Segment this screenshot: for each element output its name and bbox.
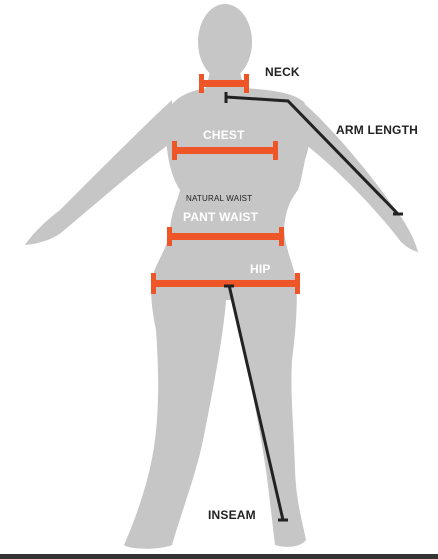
pant-waist-label: PANT WAIST [183,210,258,224]
hip-label: HIP [250,262,271,276]
chest-label: CHEST [203,128,245,142]
arm-length-label: ARM LENGTH [336,123,418,137]
chest-tape-cap-right [273,141,278,160]
ground-line [0,554,438,559]
pant-waist-tape-cap-right [279,227,284,246]
neck-tape-cap-left [199,74,204,93]
hip-tape-cap-right [295,273,300,294]
head [198,4,252,80]
pant-waist-tape-cap-left [167,227,172,246]
chest-tape-bar [175,147,277,154]
pant-waist-tape-bar [170,233,282,240]
left-arm [25,100,175,245]
neck-label: NECK [265,65,300,79]
hip-tape-cap-left [151,273,156,294]
natural-waist-label: NATURAL WAIST [186,194,252,204]
inseam-label: INSEAM [208,508,256,522]
chest-tape-cap-left [172,141,177,160]
neck-tape-cap-right [244,74,249,93]
neck-tape-bar [201,80,247,87]
